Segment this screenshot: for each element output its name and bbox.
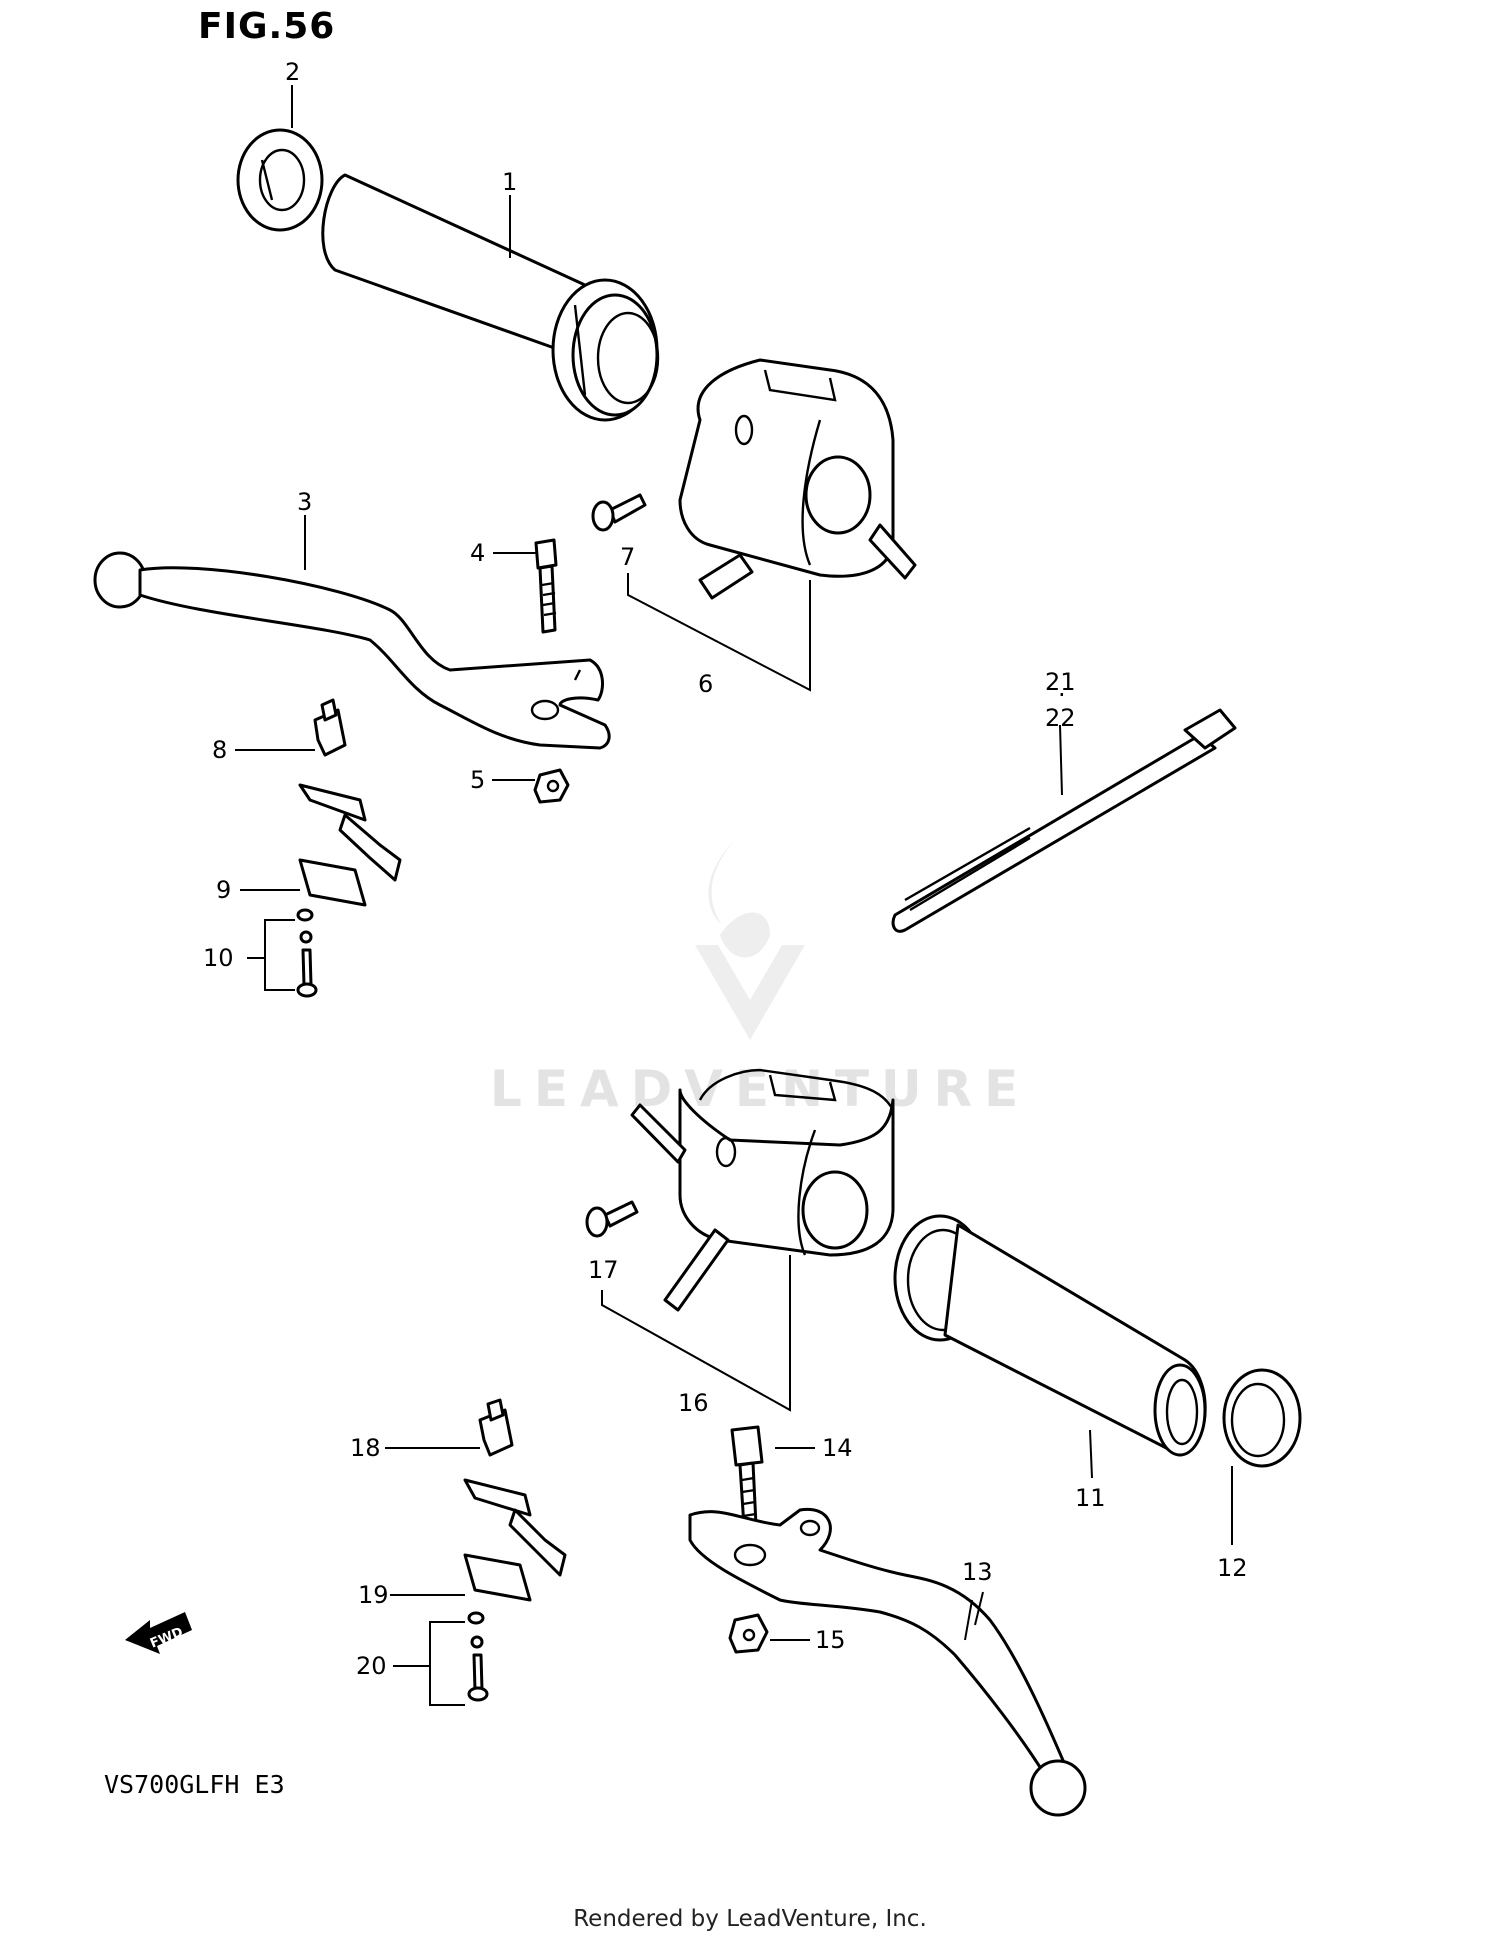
callout-22: 22 xyxy=(1045,704,1076,732)
part-9-lever-bracket xyxy=(298,783,402,907)
part-11-handlebar-grip xyxy=(893,1214,1207,1457)
callout-separator-dot: · xyxy=(1058,681,1066,709)
part-10-bracket-screw-set xyxy=(296,908,318,998)
callout-6: 6 xyxy=(698,670,713,698)
callout-12: 12 xyxy=(1217,1554,1248,1582)
callout-10: 10 xyxy=(203,944,234,972)
callout-4: 4 xyxy=(470,539,485,567)
callout-5: 5 xyxy=(470,766,485,794)
part-14-lever-pivot-bolt xyxy=(730,1425,764,1529)
leader-lines xyxy=(235,85,1233,1706)
callout-15: 15 xyxy=(815,1626,846,1654)
part-17-switch-screw xyxy=(585,1200,639,1238)
footer-credit: Rendered by LeadVenture, Inc. xyxy=(573,1906,927,1932)
callout-16: 16 xyxy=(678,1389,709,1417)
callout-11: 11 xyxy=(1075,1484,1106,1512)
callout-18: 18 xyxy=(350,1434,381,1462)
callout-1: 1 xyxy=(502,168,517,196)
callout-17: 17 xyxy=(588,1256,619,1284)
part-4-lever-pivot-bolt xyxy=(534,538,558,634)
part-1-handlebar-grip xyxy=(321,173,660,422)
callout-21: 21 xyxy=(1045,668,1076,696)
part-2-grip-end-cap xyxy=(236,128,324,232)
fwd-arrow-icon: FWD xyxy=(125,1612,192,1654)
part-18-clutch-switch xyxy=(478,1398,514,1457)
watermark-logo xyxy=(695,840,805,1040)
model-code: VS700GLFH E3 xyxy=(104,1770,285,1799)
part-8-stop-switch xyxy=(313,698,347,757)
part-15-pivot-nut xyxy=(728,1613,769,1654)
part-19-lever-bracket xyxy=(463,1478,567,1602)
callout-7: 7 xyxy=(620,543,635,571)
part-21-22-cable-tie xyxy=(891,708,1237,933)
part-5-pivot-nut xyxy=(533,768,570,804)
part-3-brake-lever xyxy=(93,551,611,750)
callout-19: 19 xyxy=(358,1581,389,1609)
part-16-left-switch-housing xyxy=(630,1068,895,1312)
part-12-grip-end-cap xyxy=(1222,1368,1302,1468)
callout-9: 9 xyxy=(216,876,231,904)
callout-14: 14 xyxy=(822,1434,853,1462)
figure-label: FIG.56 xyxy=(198,6,336,47)
part-7-switch-screw xyxy=(591,493,647,532)
part-20-bracket-screw-set xyxy=(467,1611,489,1702)
part-13-clutch-lever xyxy=(688,1507,1087,1817)
callout-20: 20 xyxy=(356,1652,387,1680)
callout-13: 13 xyxy=(962,1558,993,1586)
part-6-right-switch-housing xyxy=(678,358,917,600)
callout-8: 8 xyxy=(212,736,227,764)
callout-numbers: 2 1 3 4 7 6 8 5 9 10 21 · 22 17 16 18 14… xyxy=(203,58,1248,1680)
callout-2: 2 xyxy=(285,58,300,86)
callout-3: 3 xyxy=(297,488,312,516)
